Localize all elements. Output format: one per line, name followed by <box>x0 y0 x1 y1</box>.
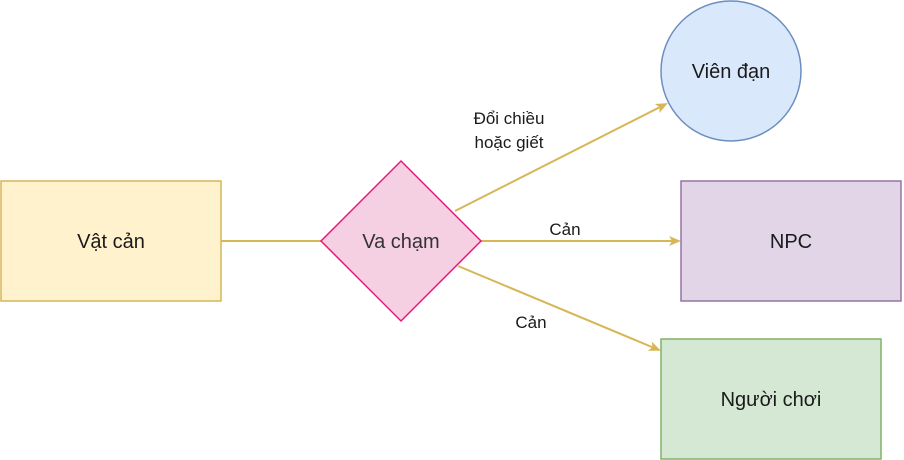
node-bullet-label: Viên đạn <box>692 61 771 83</box>
node-obstacle <box>0 180 222 302</box>
node-obstacle-label: Vật cản <box>77 231 145 253</box>
edge-label-bullet-line2: hoặc giết <box>475 133 544 152</box>
edge-collision-bullet <box>454 103 668 212</box>
edge-label-bullet-line1: Đổi chiều <box>474 109 545 128</box>
edge-collision-player <box>457 265 661 351</box>
node-npc <box>680 180 902 302</box>
node-npc-label: NPC <box>770 231 812 253</box>
node-collision-label: Va chạm <box>362 231 439 253</box>
edge-label-npc: Cản <box>549 220 580 239</box>
node-player <box>660 338 882 460</box>
node-collision <box>319 159 483 323</box>
edge-label-player: Cản <box>515 313 546 332</box>
node-player-label: Người chơi <box>721 389 822 411</box>
node-bullet <box>660 0 802 142</box>
